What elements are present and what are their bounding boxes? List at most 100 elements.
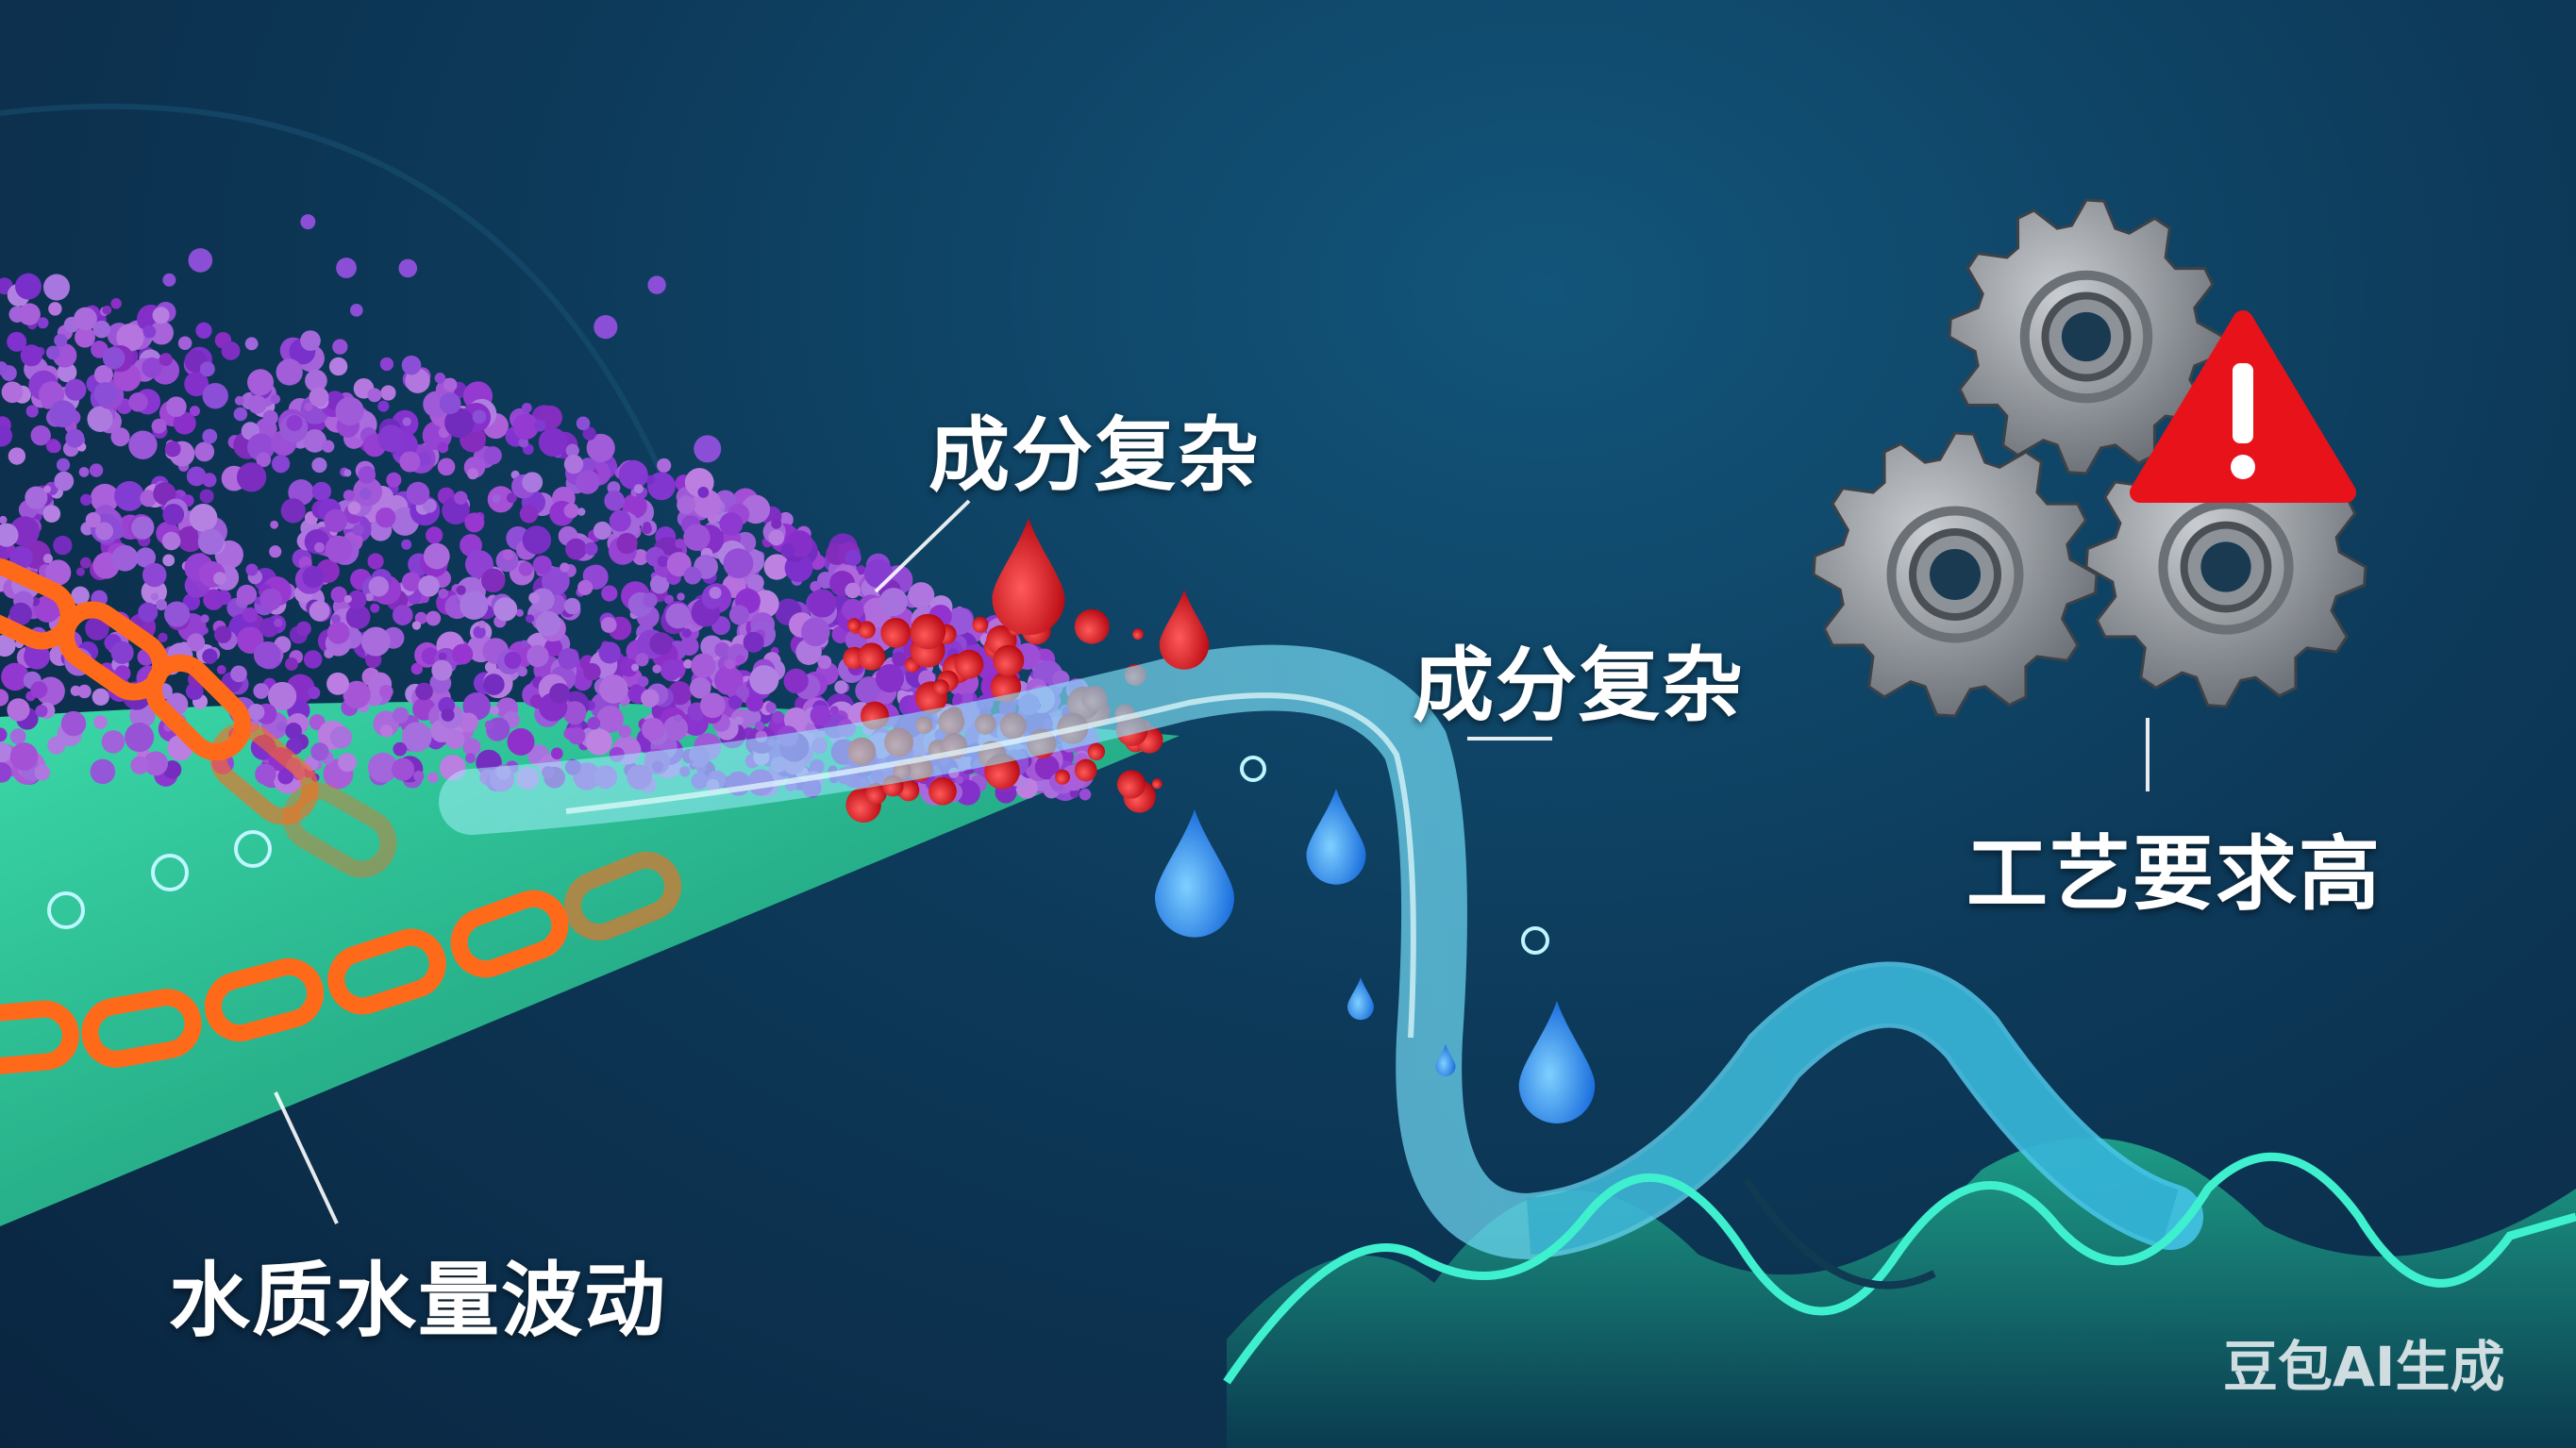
particle: [558, 648, 579, 670]
particle: [734, 716, 744, 725]
red-particle: [1116, 770, 1146, 799]
particle: [74, 307, 97, 331]
particle: [142, 325, 157, 339]
particle: [810, 705, 831, 726]
particle: [484, 720, 494, 730]
particle: [618, 724, 631, 739]
particle: [253, 641, 281, 669]
particle: [520, 640, 528, 648]
particle: [199, 361, 215, 377]
particle: [808, 589, 837, 618]
particle: [522, 472, 544, 493]
particle: [504, 651, 522, 670]
particle: [699, 692, 726, 719]
particle: [527, 644, 549, 668]
particle: [452, 643, 474, 665]
particle: [94, 522, 114, 541]
particle: [585, 728, 612, 756]
particle: [728, 605, 749, 625]
particle: [492, 493, 501, 503]
particle: [360, 626, 391, 657]
particle: [305, 369, 327, 392]
particle: [480, 568, 506, 593]
particle: [856, 565, 866, 575]
particle: [270, 520, 279, 529]
particle: [431, 659, 453, 681]
particle: [598, 641, 621, 664]
particle: [493, 597, 518, 622]
particle: [402, 417, 411, 426]
particle: [745, 693, 764, 712]
particle: [377, 400, 390, 412]
particle: [801, 617, 830, 647]
particle: [90, 758, 116, 785]
particle: [236, 462, 267, 492]
particle: [464, 512, 485, 533]
particle: [528, 591, 540, 604]
particle: [0, 727, 8, 742]
particle: [426, 526, 443, 544]
particle: [285, 723, 302, 740]
particle: [216, 665, 226, 674]
particle: [233, 407, 248, 422]
particle: [186, 466, 207, 487]
particle: [587, 716, 601, 730]
particle: [156, 599, 168, 611]
particle: [392, 757, 415, 781]
particle: [723, 548, 754, 579]
leader-lines: [274, 499, 2149, 1224]
particle: [149, 321, 174, 345]
red-particle: [858, 642, 886, 671]
particle: [270, 393, 281, 405]
particle: [541, 567, 570, 595]
red-particle: [993, 644, 1025, 676]
particle: [709, 586, 722, 599]
particle: [642, 524, 652, 535]
particle: [141, 578, 167, 606]
red-particle: [1151, 778, 1163, 790]
particle: [349, 303, 363, 317]
red-particle: [1054, 769, 1070, 785]
particle: [343, 680, 371, 709]
particle: [367, 388, 382, 403]
particle: [771, 518, 782, 529]
red-particle: [1132, 628, 1144, 641]
particle: [0, 689, 9, 707]
particle: [202, 648, 218, 664]
particle: [184, 372, 209, 397]
particle: [47, 736, 66, 755]
particle: [162, 554, 176, 567]
particle: [150, 592, 159, 601]
drop-icon: [1306, 789, 1366, 885]
particle: [472, 409, 487, 424]
particle: [855, 678, 880, 704]
particle: [379, 357, 394, 372]
particle: [637, 675, 649, 688]
particle: [834, 680, 848, 694]
particle: [347, 501, 361, 515]
particle: [1034, 755, 1060, 780]
particle: [328, 357, 348, 376]
label-complex-composition-top: 成分复杂: [928, 408, 1261, 503]
red-particle: [1074, 608, 1110, 644]
particle: [310, 742, 329, 761]
particle: [584, 541, 598, 556]
particle: [414, 611, 427, 624]
particle: [401, 355, 422, 375]
particle: [352, 524, 364, 536]
particle: [197, 528, 225, 556]
particle: [563, 454, 584, 474]
particle: [683, 524, 711, 552]
particle: [863, 558, 894, 589]
particle: [304, 402, 313, 411]
particle: [663, 594, 675, 605]
particle: [343, 594, 352, 604]
particle: [57, 362, 77, 383]
particle: [140, 490, 158, 508]
particle: [586, 433, 615, 462]
particle: [665, 603, 692, 629]
particle: [128, 391, 148, 412]
particle: [200, 626, 209, 635]
particle: [262, 409, 278, 425]
particle: [370, 603, 380, 613]
